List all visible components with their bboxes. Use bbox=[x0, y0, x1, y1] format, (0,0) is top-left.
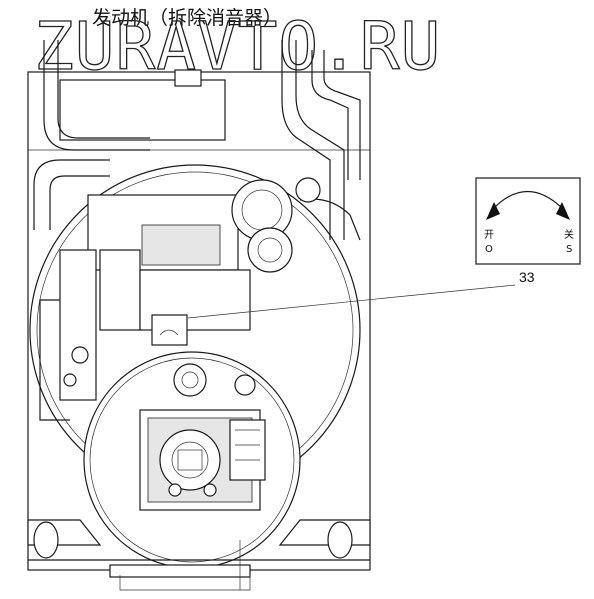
watermark: ZURAVTO.RU bbox=[34, 8, 441, 85]
arrow-left-icon bbox=[486, 202, 500, 220]
switch-inset: 开 O 关 S bbox=[475, 177, 581, 265]
engine-body bbox=[27, 40, 371, 591]
close-label-cn: 关 bbox=[564, 228, 574, 241]
open-label-cn: 开 bbox=[484, 230, 494, 241]
callout-leader bbox=[187, 284, 516, 319]
callout-number: 33 bbox=[519, 269, 535, 285]
diagram-title: 发动机（拆除消音器） bbox=[92, 7, 282, 29]
rotation-arc-icon bbox=[493, 190, 563, 209]
open-label-latin: O bbox=[485, 244, 493, 255]
close-label-latin: S bbox=[566, 244, 572, 255]
arrow-right-icon bbox=[556, 202, 570, 220]
